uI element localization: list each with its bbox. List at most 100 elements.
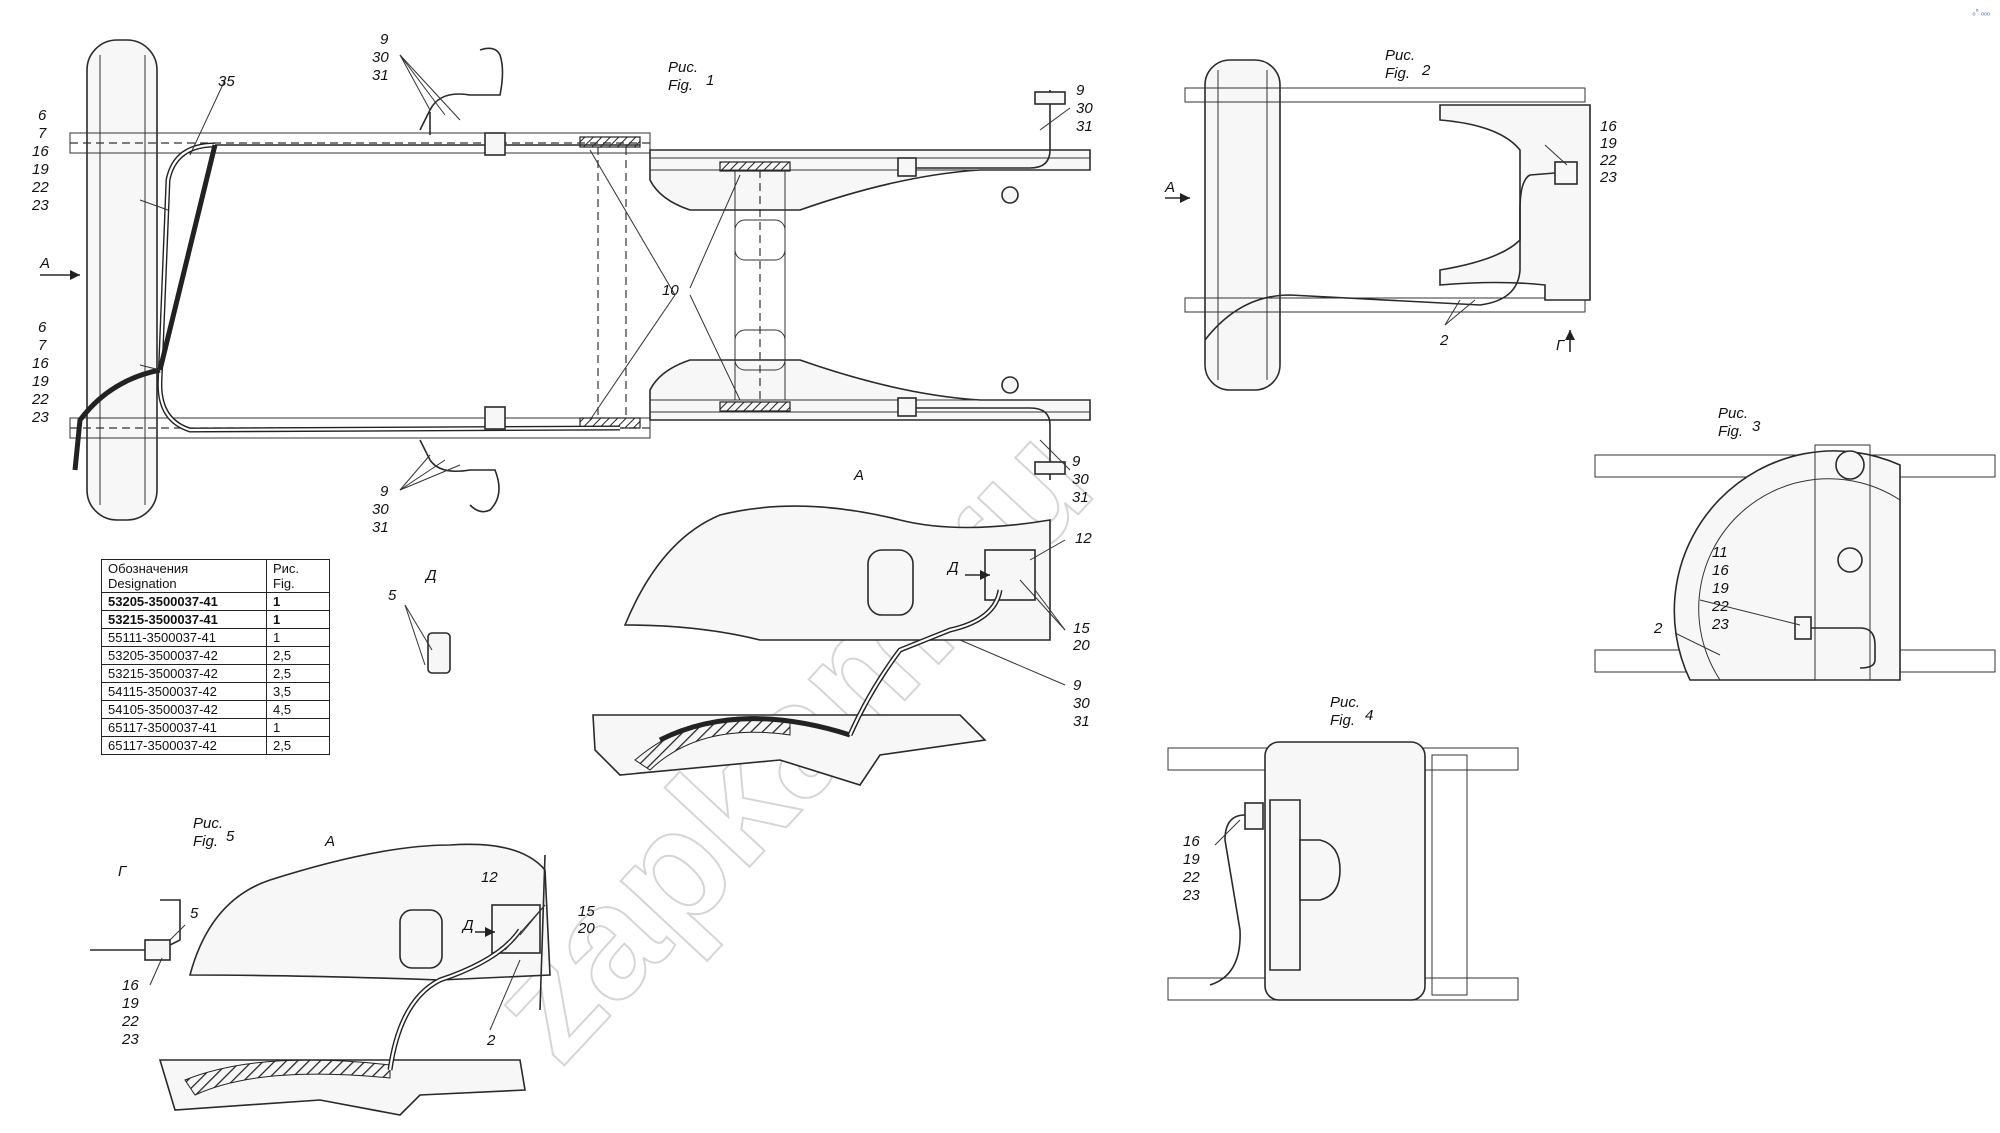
fig-cell: 1 <box>266 592 330 611</box>
designation-header-ru: Обозначения <box>108 561 189 576</box>
designation-header-en: Designation <box>108 576 177 591</box>
designation-cell: 54115-3500037-42 <box>101 682 267 701</box>
fig4-callout-22: 22 <box>1182 869 1200 886</box>
fig1-drawing <box>40 39 1091 521</box>
fig1-callout-31c: 31 <box>1076 118 1093 135</box>
fig5-callout-12: 12 <box>481 869 498 886</box>
fig1-callout-30c: 30 <box>1076 100 1093 117</box>
fig1-callout-7b: 7 <box>38 337 47 354</box>
fig1-callout-30d: 30 <box>1072 471 1089 488</box>
fig5-callout-23: 23 <box>121 1031 139 1048</box>
fig1-callout-10: 10 <box>662 282 679 299</box>
fig1-wheel <box>86 39 158 521</box>
fig1-callout-19b: 19 <box>32 373 49 390</box>
fig1-title-ru: Рис. <box>668 59 698 76</box>
fig5-callout-22: 22 <box>121 1013 139 1030</box>
fig1-callout-31d: 31 <box>1072 489 1089 506</box>
designation-cell: 53205-3500037-41 <box>101 592 267 611</box>
fig1-callout-23b: 23 <box>31 409 49 426</box>
fig5-callout-2: 2 <box>486 1032 496 1049</box>
fig-cell: 2,5 <box>266 664 330 683</box>
fig5-view-d: Д <box>461 917 474 934</box>
fig1-callout-22a: 22 <box>31 179 49 196</box>
fig4-drawing <box>1167 741 1519 1001</box>
fig3-callout-2: 2 <box>1653 620 1663 637</box>
fig5-drawing <box>90 843 551 1116</box>
fig1-callout-31b: 31 <box>372 519 389 536</box>
view-a-callout-15: 15 <box>1073 620 1090 637</box>
fig5-view-a: А <box>324 833 335 850</box>
fig3-drawing <box>1594 444 1996 681</box>
fig3-callout-11: 11 <box>1712 544 1728 561</box>
fig1-callout-30b: 30 <box>372 501 389 518</box>
fig-cell: 2,5 <box>266 646 330 665</box>
designation-cell: 53205-3500037-42 <box>101 646 267 665</box>
fig-cell: 1 <box>266 610 330 629</box>
fig1-callout-16a: 16 <box>32 143 49 160</box>
designation-cell: 54105-3500037-42 <box>101 700 267 719</box>
fig-header: Рис. Fig. <box>266 559 330 593</box>
fig1-callout-22b: 22 <box>31 391 49 408</box>
view-a-labels: А Д 12 15 20 9 30 31 <box>853 467 1092 730</box>
fig-cell: 2,5 <box>266 736 330 755</box>
designation-header: Обозначения Designation <box>101 559 267 593</box>
fig5-title-ru: Рис. <box>193 815 223 832</box>
fig3-title-en: Fig. <box>1718 423 1743 440</box>
fig1-callout-30a: 30 <box>372 49 389 66</box>
fig1-view-a: А <box>39 255 50 272</box>
fig4-title-en: Fig. <box>1330 712 1355 729</box>
view-a-callout-30: 30 <box>1073 695 1090 712</box>
designation-table-header: Обозначения Designation Рис. Fig. <box>101 559 330 593</box>
fig2-callout-22: 22 <box>1599 152 1617 169</box>
designation-cell: 65117-3500037-42 <box>101 736 267 755</box>
fig2-view-a: А <box>1164 179 1175 196</box>
designation-cell: 65117-3500037-41 <box>101 718 267 737</box>
fig5-view-g: Г <box>118 863 128 880</box>
fig1-callout-23a: 23 <box>31 197 49 214</box>
fig3-callout-19: 19 <box>1712 580 1729 597</box>
fig3-labels: Рис. Fig. 3 11 16 19 22 23 2 <box>1653 405 1761 637</box>
fig4-labels: Рис. Fig. 4 16 19 22 23 <box>1182 694 1373 904</box>
fig1-callout-9c: 9 <box>1076 82 1085 99</box>
view-a-callout-20: 20 <box>1072 637 1090 654</box>
fig3-callout-16: 16 <box>1712 562 1729 579</box>
view-d-labels: Д 5 <box>388 567 437 604</box>
fig1-callout-6b: 6 <box>38 319 47 336</box>
fig1-callout-9a: 9 <box>380 31 389 48</box>
fig2-callout-2: 2 <box>1439 332 1449 349</box>
fig1-num: 1 <box>706 72 714 89</box>
view-a-callout-9: 9 <box>1073 677 1082 694</box>
fig3-title-ru: Рис. <box>1718 405 1748 422</box>
view-a-callout-12: 12 <box>1075 530 1092 547</box>
designation-table: Обозначения Designation Рис. Fig. 53205-… <box>101 559 330 755</box>
view-a-drawing <box>592 505 1066 786</box>
view-a-title: А <box>853 467 864 484</box>
fig1-labels: Рис. Fig. 1 А 35 10 6 7 16 19 22 23 6 7 … <box>31 31 1093 536</box>
fig5-callout-16: 16 <box>122 977 139 994</box>
fig-header-en: Fig. <box>273 576 295 591</box>
view-a-d: Д <box>946 559 959 576</box>
fig1-callout-6a: 6 <box>38 107 47 124</box>
fig4-callout-19: 19 <box>1183 851 1200 868</box>
fig2-labels: Рис. Fig. 2 А Г 16 19 22 23 2 <box>1164 47 1617 354</box>
fig2-view-g: Г <box>1556 337 1566 354</box>
fig5-title-en: Fig. <box>193 833 218 850</box>
fig4-title-ru: Рис. <box>1330 694 1360 711</box>
designation-cell: 53215-3500037-42 <box>101 664 267 683</box>
fig2-drawing <box>1165 59 1591 391</box>
fig1-callout-19a: 19 <box>32 161 49 178</box>
corner-mark: ₒ° ₒₒₒ <box>1972 8 1991 17</box>
view-a-callout-31: 31 <box>1073 713 1090 730</box>
fig3-callout-22: 22 <box>1711 598 1729 615</box>
designation-cell: 53215-3500037-41 <box>101 610 267 629</box>
